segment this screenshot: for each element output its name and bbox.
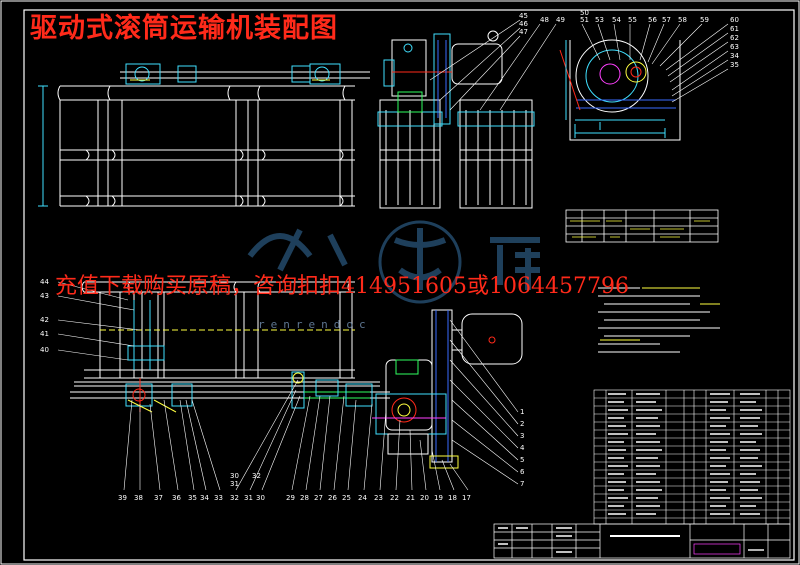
title-block xyxy=(493,523,791,559)
svg-text:6: 6 xyxy=(520,468,525,476)
svg-text:30: 30 xyxy=(256,494,265,502)
top-bearings xyxy=(125,63,341,85)
svg-text:23: 23 xyxy=(374,494,383,502)
svg-text:58: 58 xyxy=(678,16,687,24)
svg-text:32: 32 xyxy=(252,472,261,480)
svg-text:5: 5 xyxy=(520,456,524,464)
svg-text:45: 45 xyxy=(519,12,528,20)
svg-text:31: 31 xyxy=(230,480,239,488)
svg-text:29: 29 xyxy=(286,494,295,502)
svg-text:48: 48 xyxy=(540,16,549,24)
bottom-front-view xyxy=(70,281,390,399)
svg-text:4: 4 xyxy=(520,444,525,452)
svg-text:62: 62 xyxy=(730,34,739,42)
svg-text:7: 7 xyxy=(520,480,524,488)
svg-text:34: 34 xyxy=(730,52,739,60)
svg-text:44: 44 xyxy=(40,278,49,286)
svg-text:40: 40 xyxy=(40,346,49,354)
svg-text:43: 43 xyxy=(40,292,49,300)
svg-text:3: 3 xyxy=(520,432,524,440)
svg-text:34: 34 xyxy=(200,494,209,502)
svg-text:32: 32 xyxy=(230,494,239,502)
svg-text:59: 59 xyxy=(700,16,709,24)
watermark-url: renrendoc xyxy=(258,318,372,331)
svg-text:24: 24 xyxy=(358,494,367,502)
svg-text:61: 61 xyxy=(730,25,739,33)
top-side-view xyxy=(559,39,681,141)
svg-text:56: 56 xyxy=(648,16,657,24)
svg-text:50: 50 xyxy=(580,9,589,17)
bottom-drive-unit xyxy=(372,309,523,469)
svg-text:57: 57 xyxy=(662,16,671,24)
technical-notes xyxy=(598,287,720,353)
drawing-title: 驱动式滚筒运输机装配图 xyxy=(30,13,338,44)
svg-text:21: 21 xyxy=(406,494,415,502)
svg-text:54: 54 xyxy=(612,16,621,24)
svg-text:49: 49 xyxy=(556,16,565,24)
svg-text:38: 38 xyxy=(134,494,143,502)
bottom-leaders xyxy=(57,281,519,491)
svg-text:2: 2 xyxy=(520,420,524,428)
svg-text:41: 41 xyxy=(40,330,49,338)
svg-text:47: 47 xyxy=(519,28,528,36)
svg-text:36: 36 xyxy=(172,494,181,502)
parts-list xyxy=(593,389,791,525)
svg-text:37: 37 xyxy=(154,494,163,502)
inner-frame xyxy=(23,9,795,561)
spec-table xyxy=(565,209,719,243)
svg-text:17: 17 xyxy=(462,494,471,502)
top-front-view xyxy=(38,71,370,207)
svg-text:1: 1 xyxy=(520,408,524,416)
svg-text:55: 55 xyxy=(628,16,637,24)
svg-text:28: 28 xyxy=(300,494,309,502)
svg-text:31: 31 xyxy=(244,494,253,502)
svg-text:60: 60 xyxy=(730,16,739,24)
svg-text:25: 25 xyxy=(342,494,351,502)
svg-text:51: 51 xyxy=(580,16,589,24)
svg-text:46: 46 xyxy=(519,20,528,28)
svg-text:33: 33 xyxy=(214,494,223,502)
parts-list-entries xyxy=(608,393,762,515)
overlay-contact-text: 充值下载购买原稿，咨询扣扣414951605或1064457796 xyxy=(55,274,629,299)
svg-text:26: 26 xyxy=(328,494,337,502)
svg-text:20: 20 xyxy=(420,494,429,502)
svg-text:30: 30 xyxy=(230,472,239,480)
svg-text:39: 39 xyxy=(118,494,127,502)
top-drive-view xyxy=(377,30,535,209)
svg-text:27: 27 xyxy=(314,494,323,502)
svg-text:63: 63 xyxy=(730,43,739,51)
svg-text:35: 35 xyxy=(730,61,739,69)
svg-text:42: 42 xyxy=(40,316,49,324)
svg-text:35: 35 xyxy=(188,494,197,502)
svg-text:19: 19 xyxy=(434,494,443,502)
watermark-logo xyxy=(247,220,540,304)
svg-text:22: 22 xyxy=(390,494,399,502)
svg-text:53: 53 xyxy=(595,16,604,24)
svg-text:18: 18 xyxy=(448,494,457,502)
